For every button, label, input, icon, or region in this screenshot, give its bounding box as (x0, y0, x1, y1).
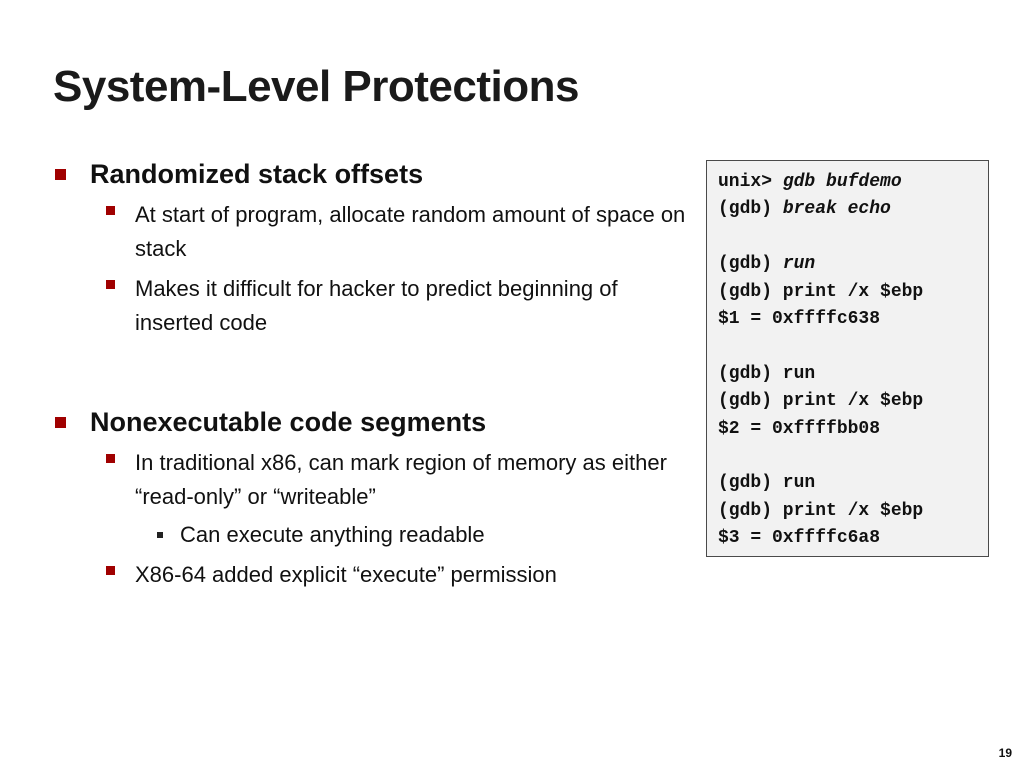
sub-bullet-traditional-x86: In traditional x86, can mark region of m… (55, 446, 695, 514)
page-number: 19 (998, 746, 1012, 760)
code-line (718, 443, 978, 470)
code-prefix: (gdb) print /x $ebp (718, 391, 924, 412)
slide-title: System-Level Protections (53, 62, 579, 111)
code-prefix: $2 = 0xffffbb08 (718, 418, 881, 439)
code-prefix: (gdb) (718, 199, 783, 220)
code-prefix: unix> (718, 172, 783, 192)
square-bullet-icon (106, 566, 115, 575)
code-prefix: (gdb) print /x $ebp (718, 500, 924, 521)
gdb-code-box: unix> gdb bufdemo (gdb) break echo (gdb)… (706, 160, 989, 557)
code-prefix: $3 = 0xffffc6a8 (718, 528, 881, 549)
code-prefix: (gdb) print /x $ebp (718, 281, 924, 302)
bullet-text: Can execute anything readable (180, 522, 485, 547)
sub-bullet-allocate-random: At start of program, allocate random amo… (55, 198, 695, 266)
square-bullet-icon (106, 454, 115, 463)
code-prefix: (gdb) run (718, 473, 816, 494)
bullet-text: X86-64 added explicit “execute” permissi… (135, 562, 557, 587)
code-arg: gdb bufdemo (782, 172, 902, 192)
code-line: (gdb) print /x $ebp (718, 388, 978, 415)
code-prefix: (gdb) (718, 254, 783, 275)
code-line: (gdb) run (718, 251, 978, 278)
square-bullet-icon (55, 169, 66, 180)
code-line: (gdb) break echo (718, 196, 978, 223)
code-arg: break echo (782, 199, 891, 220)
bullet-randomized-stack-offsets: Randomized stack offsets (55, 156, 695, 192)
code-line: (gdb) run (718, 470, 978, 497)
small-square-bullet-icon (157, 532, 163, 538)
code-line: $3 = 0xffffc6a8 (718, 525, 978, 552)
bullet-text: Makes it difficult for hacker to predict… (135, 276, 618, 335)
code-line: (gdb) print /x $ebp (718, 498, 978, 525)
code-line: unix> gdb bufdemo (718, 169, 978, 196)
sub-sub-bullet-execute-readable: Can execute anything readable (55, 518, 695, 552)
bullet-text: In traditional x86, can mark region of m… (135, 450, 667, 509)
code-line: (gdb) run (718, 361, 978, 388)
sub-bullet-x86-64-execute: X86-64 added explicit “execute” permissi… (55, 558, 695, 592)
bullet-list: Randomized stack offsets At start of pro… (55, 156, 695, 592)
square-bullet-icon (106, 280, 115, 289)
bullet-text: At start of program, allocate random amo… (135, 202, 686, 261)
code-line: $1 = 0xffffc638 (718, 306, 978, 333)
code-prefix: (gdb) run (718, 363, 816, 384)
code-prefix: $1 = 0xffffc638 (718, 308, 881, 329)
code-arg: run (782, 254, 816, 275)
bullet-nonexecutable-code-segments: Nonexecutable code segments (55, 404, 695, 440)
code-line: $2 = 0xffffbb08 (718, 416, 978, 443)
square-bullet-icon (55, 417, 66, 428)
bullet-text: Randomized stack offsets (90, 159, 424, 189)
code-line: (gdb) print /x $ebp (718, 279, 978, 306)
square-bullet-icon (106, 206, 115, 215)
code-line (718, 333, 978, 360)
bullet-text: Nonexecutable code segments (90, 407, 487, 437)
code-line (718, 224, 978, 251)
sub-bullet-difficult-to-predict: Makes it difficult for hacker to predict… (55, 272, 695, 340)
